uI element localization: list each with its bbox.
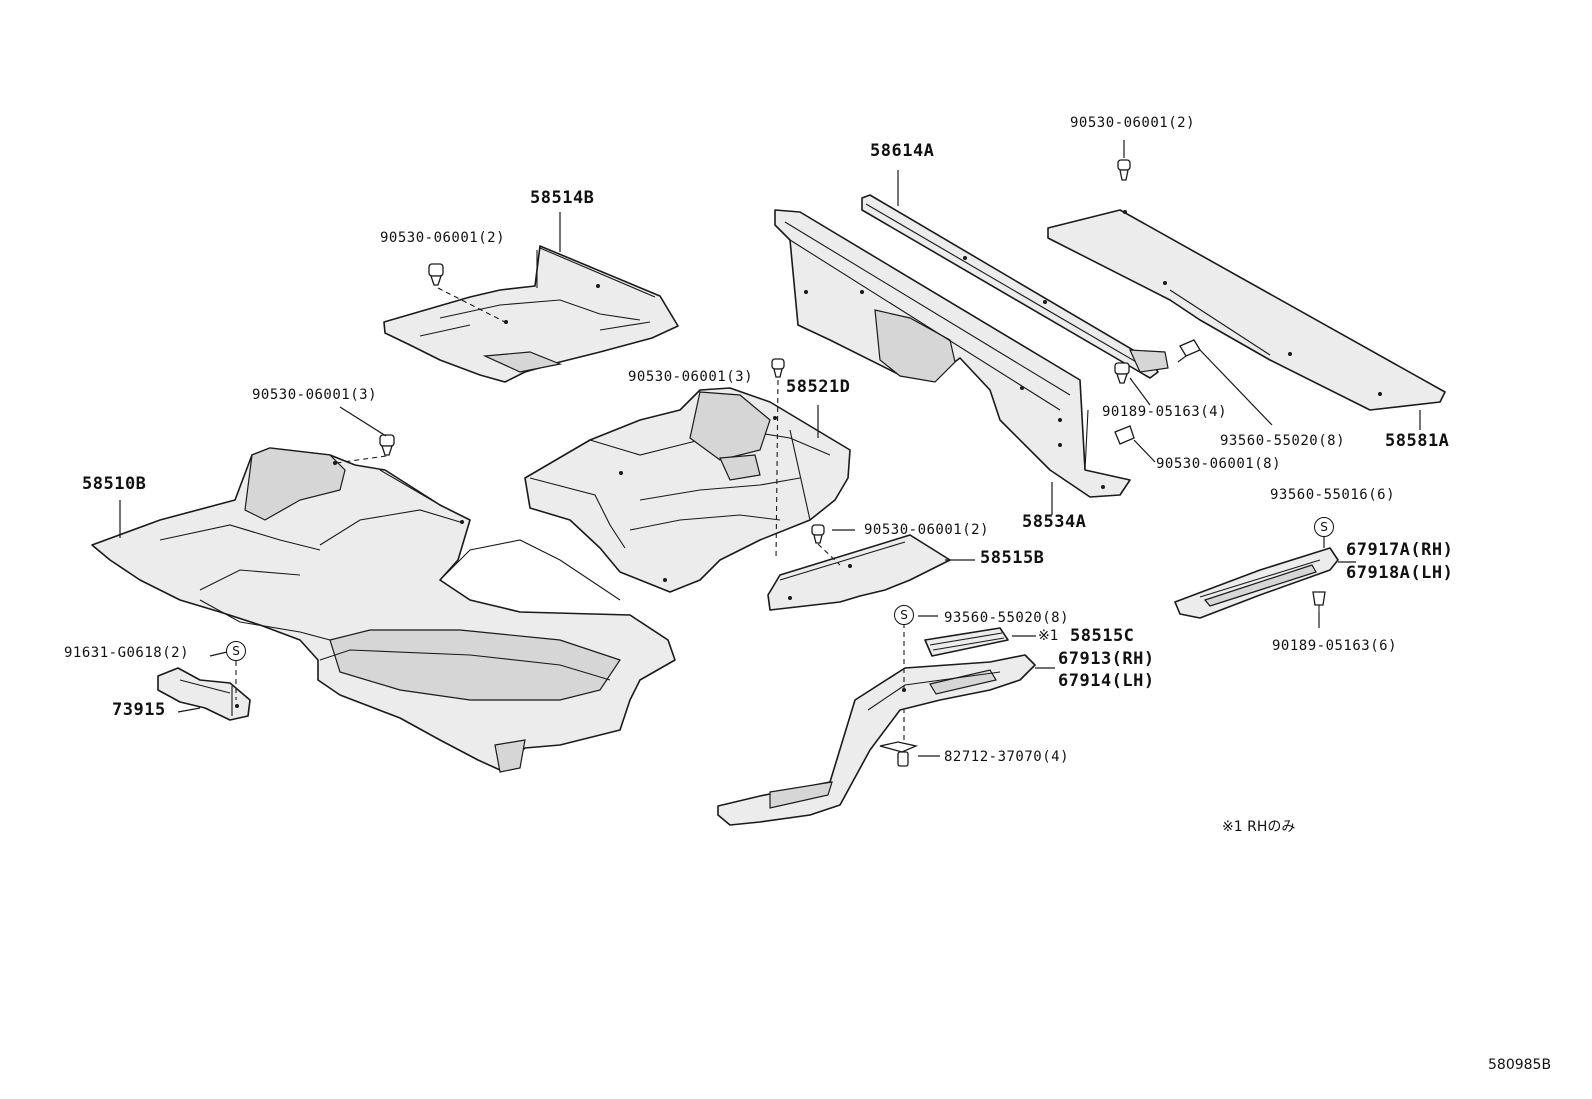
part-label-67918A: 67918A(LH): [1346, 563, 1454, 583]
fastener-clip-icon: [1117, 159, 1131, 181]
part-label-58515C: 58515C: [1070, 626, 1135, 646]
part-label-73915: 73915: [112, 700, 166, 720]
fastener-label: 91631-G0618(2): [64, 645, 190, 661]
part-label-58581A: 58581A: [1385, 431, 1450, 451]
part-67913-scuff: [717, 654, 1036, 826]
fastener-label: 90530-06001(2): [1070, 115, 1196, 131]
part-label-58514B: 58514B: [530, 188, 595, 208]
fastener-label: 93560-55020(8): [1220, 433, 1346, 449]
fastener-clip-icon: [879, 741, 919, 767]
fastener-label: 93560-55020(8): [944, 610, 1070, 626]
fastener-clip-icon: [771, 358, 785, 378]
part-58534A-trim: [774, 209, 1131, 498]
part-label-67913: 67913(RH): [1058, 649, 1155, 669]
fastener-screw-icon: [1177, 339, 1201, 363]
fastener-clip-icon: [428, 263, 444, 286]
fastener-label: 93560-55016(6): [1270, 487, 1396, 503]
s-symbol-icon: S: [894, 605, 914, 625]
part-73915-bracket: [157, 667, 251, 721]
fastener-label: 90530-06001(2): [380, 230, 506, 246]
fastener-label: 82712-37070(4): [944, 749, 1070, 765]
part-label-58515B: 58515B: [980, 548, 1045, 568]
part-58510B-carpet: [91, 447, 676, 773]
leader-line: [1133, 439, 1156, 463]
part-67917A-scuff: [1174, 547, 1339, 619]
fastener-clip-icon: [379, 434, 395, 456]
part-label-67914: 67914(LH): [1058, 671, 1155, 691]
fastener-label: 90189-05163(6): [1272, 638, 1398, 654]
part-58514B-panel: [383, 245, 679, 383]
fastener-screw-icon: [1114, 425, 1135, 445]
part-label-58521D: 58521D: [786, 377, 851, 397]
footnote-text: ※1 RHのみ: [1222, 819, 1296, 835]
fastener-screw-icon: [1312, 591, 1326, 612]
leader-line: [1199, 349, 1273, 426]
part-58581A-panel: [1047, 209, 1446, 411]
leader-line: [177, 707, 201, 713]
diagram-id: 580985B: [1488, 1057, 1552, 1073]
part-58521D-carpet: [524, 387, 851, 593]
part-58515B-pad: [767, 534, 951, 611]
s-symbol-icon: S: [226, 641, 246, 661]
fastener-label: 90530-06001(3): [252, 387, 378, 403]
leader-line: [339, 406, 387, 437]
part-label-58534A: 58534A: [1022, 512, 1087, 532]
part-label-67917A: 67917A(RH): [1346, 540, 1454, 560]
leader-dashed: [775, 379, 779, 561]
fastener-label: 90530-06001(2): [864, 522, 990, 538]
leader-line: [1129, 377, 1151, 406]
fastener-label: 90530-06001(8): [1156, 456, 1282, 472]
fastener-clip-icon: [1114, 362, 1130, 384]
leader-dashed: [437, 287, 506, 323]
note-mark: ※1: [1038, 628, 1059, 644]
fastener-clip-icon: [811, 524, 825, 544]
leader-line: [209, 651, 228, 657]
s-symbol-icon: S: [1314, 517, 1334, 537]
part-58614A-rail: [861, 194, 1169, 379]
part-label-58510B: 58510B: [82, 474, 147, 494]
part-58515C-mat: [924, 627, 1009, 657]
fastener-label: 90530-06001(3): [628, 369, 754, 385]
fastener-label: 90189-05163(4): [1102, 404, 1228, 420]
part-label-58614A: 58614A: [870, 141, 935, 161]
